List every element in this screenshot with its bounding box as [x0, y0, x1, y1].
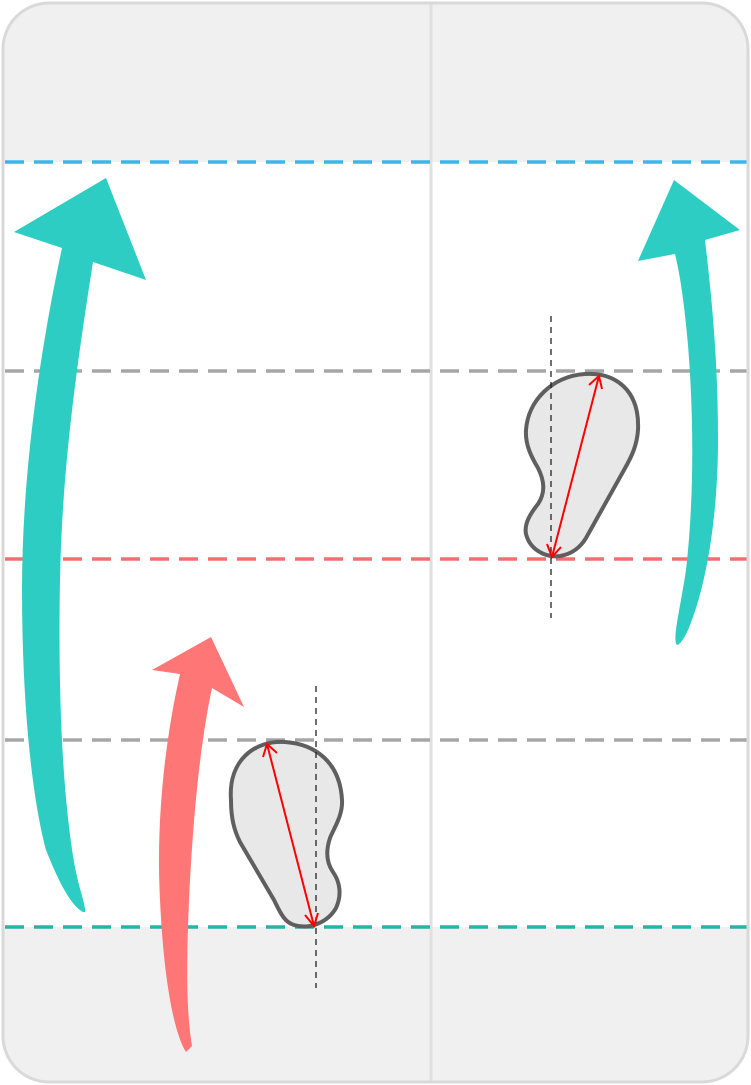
right-teal-arrow	[638, 180, 740, 645]
measure-arrowhead	[588, 374, 603, 390]
arrow-shape	[152, 637, 244, 1052]
measure-arrowhead	[304, 912, 319, 929]
top-shaded-band	[3, 3, 748, 162]
footprint-outline	[523, 371, 641, 559]
left-coral-arrow	[152, 637, 244, 1052]
reference-lines	[5, 160, 748, 929]
foot-length-measure	[546, 374, 603, 559]
left-footprint	[228, 686, 345, 988]
arrow-shape	[638, 180, 740, 645]
measure-line	[266, 743, 315, 927]
left-teal-arrow	[14, 178, 146, 912]
measure-arrowhead	[262, 742, 278, 758]
measure-arrowhead	[546, 543, 562, 559]
footprint-outline	[228, 739, 345, 929]
foot-length-measure	[262, 742, 319, 929]
measure-line	[551, 375, 600, 558]
right-footprint	[523, 316, 641, 618]
arrow-shape	[14, 178, 146, 912]
bottom-shaded-band	[3, 927, 748, 1082]
